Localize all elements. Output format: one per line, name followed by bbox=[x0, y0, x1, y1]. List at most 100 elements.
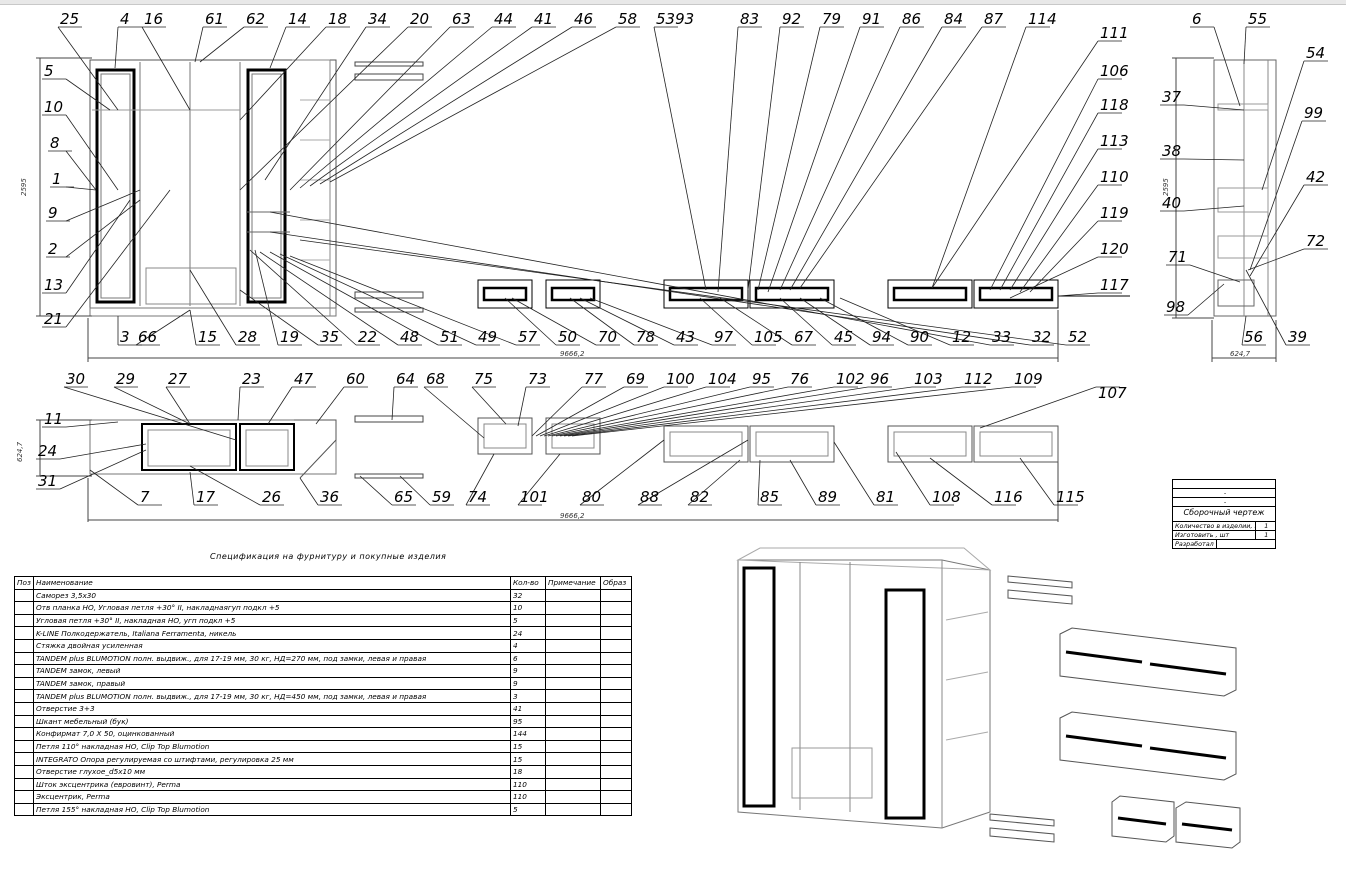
spec-cell-pos bbox=[14, 701, 34, 716]
spec-cell-qty: 4 bbox=[510, 638, 546, 653]
callout-number: 11 bbox=[44, 410, 63, 428]
spec-cell-name: Шкант мебельный (бук) bbox=[33, 714, 511, 729]
spec-row: TANDEM plus BLUMOTION полн. выдвиж., для… bbox=[14, 651, 632, 666]
spec-cell-note bbox=[545, 752, 601, 766]
callout-number: 39 bbox=[1288, 328, 1307, 346]
callout-number: 36 bbox=[320, 488, 339, 506]
callout-number: 42 bbox=[1306, 168, 1325, 186]
callout-number: 74 bbox=[468, 488, 487, 506]
callout-number: 2 bbox=[48, 240, 58, 258]
spec-cell-note bbox=[545, 777, 601, 792]
callout-number: 95 bbox=[752, 370, 771, 388]
callout-number: 65 bbox=[394, 488, 413, 506]
callout-number: 24 bbox=[38, 442, 57, 460]
spec-cell-name: Отверстие 3+3 bbox=[33, 701, 511, 716]
callout-number: 7 bbox=[140, 488, 150, 506]
spec-cell-qty: 110 bbox=[510, 790, 546, 804]
spec-table: Поз Наименование Кол-во Примечание Образ… bbox=[14, 576, 632, 817]
spec-title: Спецификация на фурнитуру и покупные изд… bbox=[210, 552, 447, 561]
spec-cell-note bbox=[545, 588, 601, 603]
spec-cell-note bbox=[545, 664, 601, 678]
callout-number: 31 bbox=[38, 472, 57, 490]
callout-number: 101 bbox=[520, 488, 549, 506]
callout-number: 66 bbox=[138, 328, 157, 346]
spec-cell-name: TANDEM plus BLUMOTION полн. выдвиж., для… bbox=[33, 689, 511, 703]
callout-number: 99 bbox=[1304, 104, 1323, 122]
callout-number: 98 bbox=[1166, 298, 1185, 316]
spec-cell-name: Стяжка двойная усиленная bbox=[33, 638, 511, 653]
dim-plan-width: 9666,2 bbox=[560, 512, 585, 520]
spec-cell-pos bbox=[14, 588, 34, 603]
callout-number: 90 bbox=[910, 328, 929, 346]
spec-cell-name: Отв планка НО, Угловая петля +30° II, на… bbox=[33, 601, 511, 615]
spec-cell-qty: 5 bbox=[510, 802, 546, 817]
callout-number: 108 bbox=[932, 488, 961, 506]
spec-cell-sample bbox=[600, 664, 632, 678]
spec-cell-name: Эксцентрик, Perma bbox=[33, 790, 511, 804]
callout-number: 85 bbox=[760, 488, 779, 506]
callout-number: 5393 bbox=[656, 10, 694, 28]
callout-number: 26 bbox=[262, 488, 281, 506]
title-block-dash: - bbox=[1223, 489, 1227, 497]
callout-number: 82 bbox=[690, 488, 709, 506]
spec-cell-sample bbox=[600, 790, 632, 804]
callout-number: 109 bbox=[1014, 370, 1043, 388]
callout-number: 1 bbox=[52, 170, 62, 188]
callout-number: 40 bbox=[1162, 194, 1181, 212]
spec-cell-sample bbox=[600, 588, 632, 603]
spec-cell-sample bbox=[600, 701, 632, 716]
callout-number: 17 bbox=[196, 488, 216, 506]
spec-cell-sample bbox=[600, 802, 632, 817]
callout-number: 3 bbox=[120, 328, 130, 346]
callout-number: 115 bbox=[1056, 488, 1085, 506]
callout-number: 47 bbox=[294, 370, 314, 388]
spec-cell-pos bbox=[14, 739, 34, 754]
spec-row: TANDEM plus BLUMOTION полн. выдвиж., для… bbox=[14, 689, 632, 703]
spec-col-sample: Образ bbox=[600, 576, 632, 590]
spec-cell-note bbox=[545, 790, 601, 804]
callout-number: 9 bbox=[48, 204, 58, 222]
spec-cell-pos bbox=[14, 764, 34, 779]
callout-number: 15 bbox=[198, 328, 217, 346]
spec-cell-pos bbox=[14, 727, 34, 741]
callout-number: 89 bbox=[818, 488, 837, 506]
callout-number: 5 bbox=[44, 62, 54, 80]
spec-cell-qty: 110 bbox=[510, 777, 546, 792]
spec-cell-qty: 5 bbox=[510, 613, 546, 628]
callout-number: 119 bbox=[1100, 204, 1129, 222]
spec-cell-qty: 10 bbox=[510, 601, 546, 615]
spec-cell-note bbox=[545, 601, 601, 615]
spec-cell-sample bbox=[600, 777, 632, 792]
spec-header-row: Поз Наименование Кол-во Примечание Образ bbox=[14, 576, 632, 590]
callout-number: 4 bbox=[120, 10, 130, 28]
callout-number: 94 bbox=[872, 328, 891, 346]
callout-number: 6 bbox=[1192, 10, 1202, 28]
spec-cell-qty: 95 bbox=[510, 714, 546, 729]
callout-number: 80 bbox=[582, 488, 601, 506]
callout-number: 77 bbox=[584, 370, 604, 388]
dim-side-height: 2595 bbox=[1162, 178, 1170, 196]
spec-cell-qty: 144 bbox=[510, 727, 546, 741]
spec-cell-sample bbox=[600, 689, 632, 703]
callout-number: 100 bbox=[666, 370, 695, 388]
spec-cell-name: TANDEM замок, правый bbox=[33, 676, 511, 691]
title-block: - - Сборочный чертеж Количество в издели… bbox=[1172, 479, 1276, 549]
callout-number: 34 bbox=[368, 10, 387, 28]
spec-cell-pos bbox=[14, 626, 34, 640]
callout-number: 51 bbox=[440, 328, 459, 346]
callout-number: 120 bbox=[1100, 240, 1129, 258]
spec-cell-qty: 18 bbox=[510, 764, 546, 779]
callout-number: 52 bbox=[1068, 328, 1087, 346]
callout-number: 102 bbox=[836, 370, 865, 388]
spec-row: INTEGRATO Опора регулируемая со штифтами… bbox=[14, 752, 632, 766]
spec-cell-name: Петля 155° накладная НО, Clip Top Blumot… bbox=[33, 802, 511, 817]
spec-cell-sample bbox=[600, 676, 632, 691]
spec-cell-qty: 41 bbox=[510, 701, 546, 716]
callout-number: 116 bbox=[994, 488, 1023, 506]
callout-number: 104 bbox=[708, 370, 737, 388]
